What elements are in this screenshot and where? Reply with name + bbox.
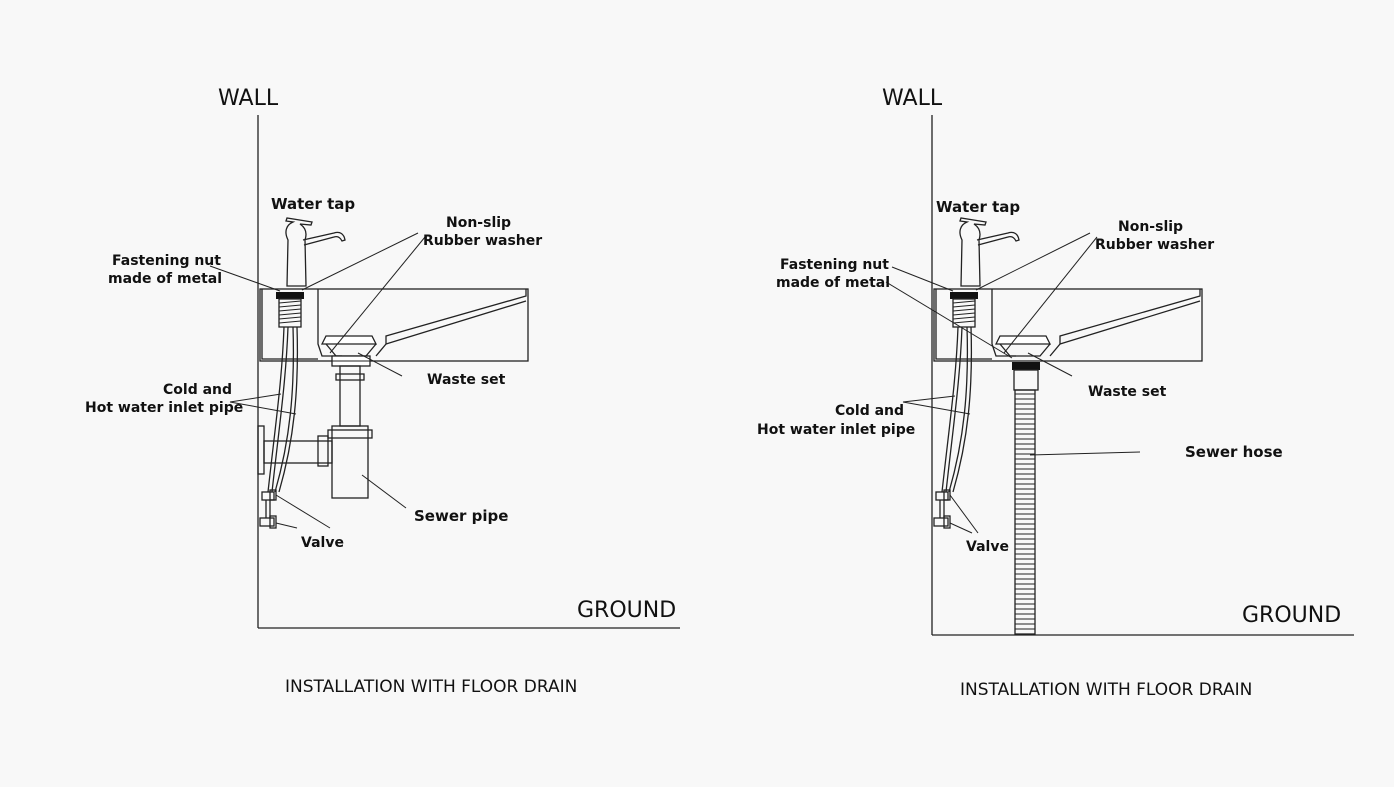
waste-set-label: Waste set xyxy=(1088,384,1167,400)
hose-ribs xyxy=(1015,393,1035,630)
valve-label: Valve xyxy=(966,539,1009,555)
washer-label-line2: Rubber washer xyxy=(423,233,542,249)
panel-sewer-pipe: WALL GROUND xyxy=(85,86,680,697)
water-tap-label: Water tap xyxy=(936,198,1020,216)
fastening-nut xyxy=(950,292,978,299)
inlet-label-line1: Cold and xyxy=(835,403,904,419)
fastening-nut xyxy=(276,292,304,299)
wall-label: WALL xyxy=(218,86,279,111)
ground-label: GROUND xyxy=(577,598,676,623)
washer-label-line1: Non-slip xyxy=(446,215,511,231)
wall-label: WALL xyxy=(882,86,943,111)
sewer-pipe xyxy=(257,365,373,499)
nut-label-line2: made of metal xyxy=(776,275,890,291)
caption: INSTALLATION WITH FLOOR DRAIN xyxy=(960,680,1252,700)
inlet-label-line2: Hot water inlet pipe xyxy=(85,400,243,416)
inlet-hoses xyxy=(939,326,973,518)
water-tap-label: Water tap xyxy=(271,195,355,213)
waste-set xyxy=(320,335,378,367)
water-tap-icon xyxy=(959,217,1020,287)
inlet-hoses xyxy=(265,326,299,518)
waste-set-label: Waste set xyxy=(427,372,506,388)
waste-set xyxy=(994,335,1052,391)
basin xyxy=(259,288,529,362)
washer-label-line2: Rubber washer xyxy=(1095,237,1214,253)
inlet-label-line1: Cold and xyxy=(163,382,232,398)
tap-thread xyxy=(278,298,302,328)
nut-label-line2: made of metal xyxy=(108,271,222,287)
inlet-label-line2: Hot water inlet pipe xyxy=(757,422,915,438)
tap-thread xyxy=(952,298,976,328)
ground-label: GROUND xyxy=(1242,603,1341,628)
caption: INSTALLATION WITH FLOOR DRAIN xyxy=(285,677,577,697)
panel-sewer-hose: WALL GROUND xyxy=(757,86,1354,700)
nut-label-line1: Fastening nut xyxy=(780,257,889,273)
water-tap-icon xyxy=(285,217,346,287)
nut-label-line1: Fastening nut xyxy=(112,253,221,269)
valve-label: Valve xyxy=(301,535,344,551)
valve-icon xyxy=(259,489,277,529)
basin xyxy=(933,288,1203,362)
sewer-hose xyxy=(1014,389,1036,635)
valve-icon xyxy=(933,489,951,529)
sewer-hose-label: Sewer hose xyxy=(1185,443,1283,461)
washer-label-line1: Non-slip xyxy=(1118,219,1183,235)
sewer-pipe-label: Sewer pipe xyxy=(414,507,508,525)
leader-lines xyxy=(209,232,426,529)
leader-lines xyxy=(885,232,1141,534)
